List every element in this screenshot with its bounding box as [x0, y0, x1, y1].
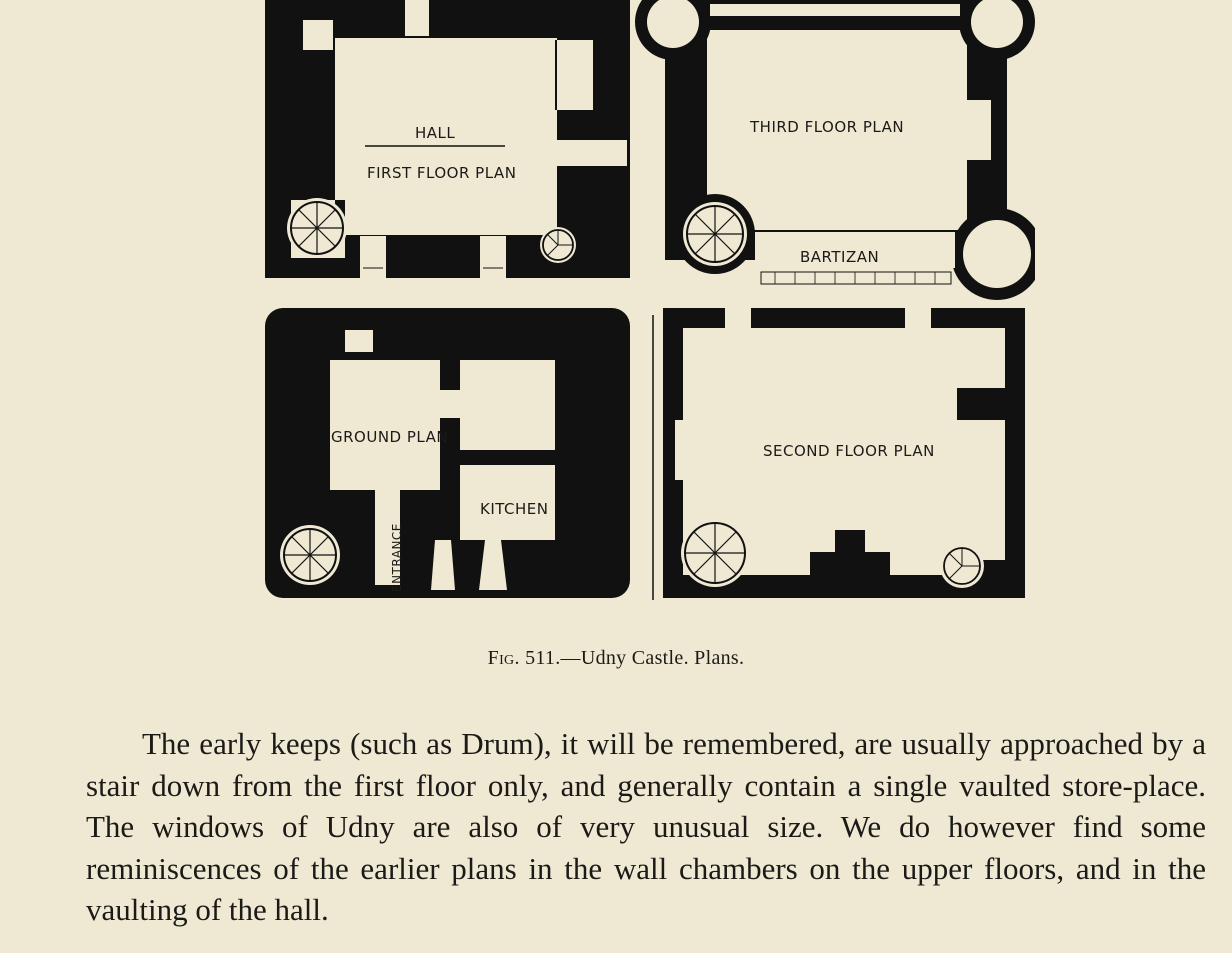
body-text: The early keeps (such as Drum), it will … — [86, 723, 1206, 931]
first-floor-plan: HALL FIRST FLOOR PLAN — [265, 0, 630, 278]
third-floor-plan-title: THIRD FLOOR PLAN — [749, 118, 904, 136]
figure-caption: Fig. 511.—Udny Castle. Plans. — [0, 647, 1232, 670]
bartizan-label: BARTIZAN — [800, 248, 879, 266]
entrance-label: ENTRANCE — [390, 523, 404, 592]
kitchen-label: KITCHEN — [480, 500, 549, 518]
second-floor-plan: SECOND FLOOR PLAN — [652, 308, 1025, 600]
figure-number: Fig. 511. — [487, 647, 561, 669]
ground-floor-plan: GROUND PLAN KITCHEN ENTRANCE — [265, 308, 630, 598]
figure-caption-text: —Udny Castle. Plans. — [560, 647, 745, 669]
first-floor-plan-title: FIRST FLOOR PLAN — [367, 164, 516, 182]
hall-label: HALL — [415, 124, 455, 142]
ground-plan-title: GROUND PLAN — [331, 428, 448, 446]
floor-plans-drawing: HALL FIRST FLOOR PLAN — [265, 0, 1043, 600]
second-floor-plan-title: SECOND FLOOR PLAN — [763, 442, 935, 460]
udny-castle-plans-figure: HALL FIRST FLOOR PLAN — [255, 0, 1043, 610]
body-paragraph: The early keeps (such as Drum), it will … — [86, 726, 1206, 927]
third-floor-plan: THIRD FLOOR PLAN BARTIZAN — [635, 0, 1043, 300]
